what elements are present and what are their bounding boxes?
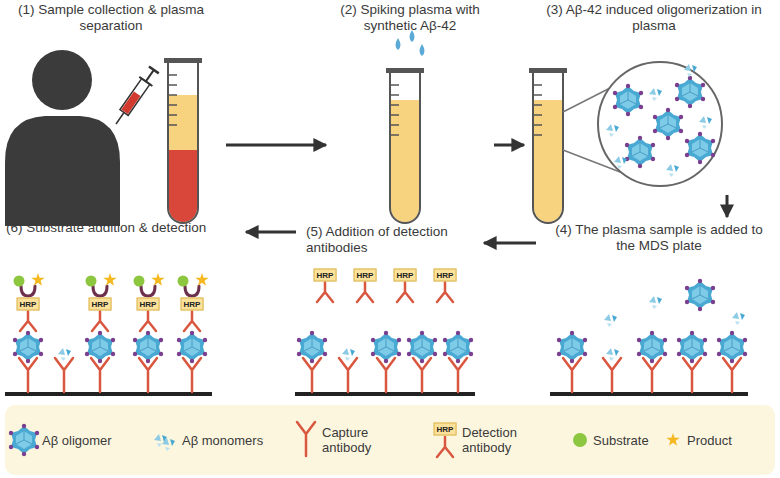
hrp-tag: HRP bbox=[181, 298, 204, 311]
flow-arrow bbox=[726, 195, 729, 217]
legend-text: Substrate bbox=[593, 433, 673, 448]
step-panel: (1) Sample collection & plasma separatio… bbox=[0, 0, 222, 230]
hrp-tag: HRP bbox=[434, 423, 457, 436]
step-title: (3) Aβ-42 induced oligomerization in pla… bbox=[528, 0, 780, 36]
flow-arrow bbox=[226, 144, 326, 147]
hrp-tag: HRP bbox=[394, 269, 417, 282]
legend-band bbox=[5, 405, 775, 475]
hrp-tag: HRP bbox=[17, 298, 40, 311]
step-panel: (5) Addition of detection antibodies bbox=[300, 222, 480, 400]
legend-text: Capture antibody bbox=[322, 425, 394, 455]
step-title: (2) Spiking plasma with synthetic Aβ-42 bbox=[330, 0, 490, 36]
plasma-tube bbox=[386, 68, 424, 223]
hrp-tag: HRP bbox=[137, 298, 160, 311]
step-title: (4) The plasma sample is added to the MD… bbox=[540, 220, 778, 256]
legend-text: Aβ oligomer bbox=[42, 433, 142, 448]
magnifier bbox=[563, 62, 722, 186]
flow-arrow bbox=[494, 144, 524, 147]
blood-tube bbox=[164, 58, 202, 223]
step-panel: (3) Aβ-42 induced oligomerization in pla… bbox=[528, 0, 780, 192]
legend-text: Aβ monomers bbox=[182, 433, 282, 448]
mds-plate-step6 bbox=[5, 273, 212, 394]
mds-plate-step4 bbox=[550, 279, 748, 394]
oligomer-tube bbox=[529, 68, 567, 223]
flow-arrow bbox=[246, 231, 296, 234]
syringe bbox=[109, 65, 160, 128]
hrp-tag: HRP bbox=[434, 269, 457, 282]
step-panel: (4) The plasma sample is added to the MD… bbox=[540, 220, 778, 400]
hrp-tag: HRP bbox=[314, 269, 337, 282]
person-figure bbox=[5, 50, 120, 226]
legend-text: Product bbox=[687, 433, 767, 448]
step-title: (6) Substrate addition & detection bbox=[0, 218, 242, 238]
flow-arrow bbox=[484, 242, 536, 245]
step-title: (5) Addition of detection antibodies bbox=[300, 222, 480, 258]
step-title: (1) Sample collection & plasma separatio… bbox=[0, 0, 222, 36]
spike-drops bbox=[396, 30, 425, 56]
hrp-tag: HRP bbox=[89, 298, 112, 311]
legend-text: Detection antibody bbox=[462, 425, 542, 455]
step-panel: (2) Spiking plasma with synthetic Aβ-42 bbox=[330, 0, 490, 230]
hrp-tag: HRP bbox=[354, 269, 377, 282]
mds-plate-step5 bbox=[295, 282, 475, 394]
